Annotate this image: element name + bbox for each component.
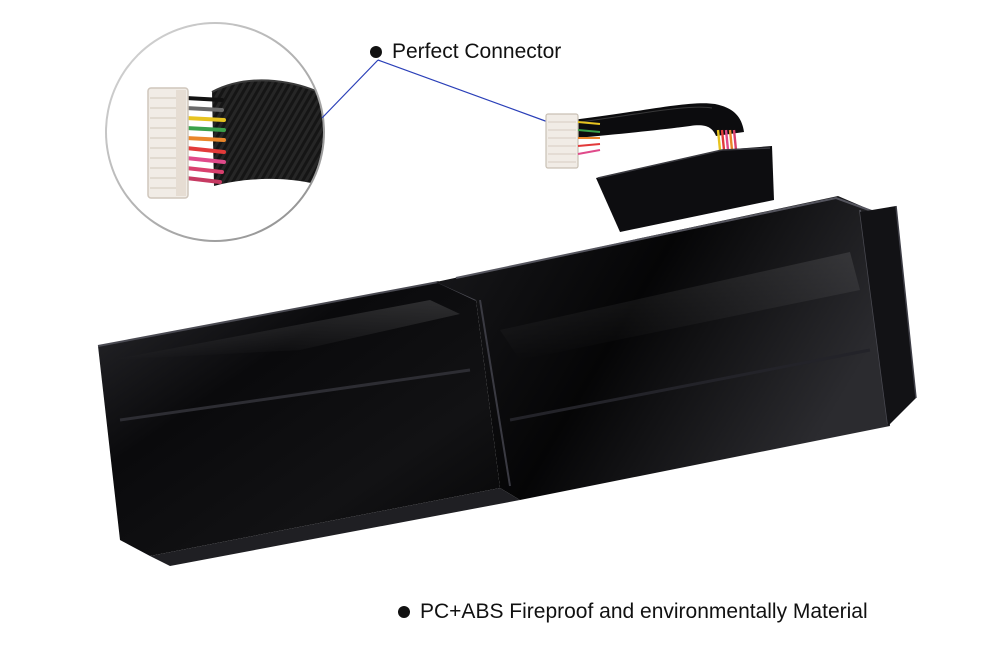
bullet-dot-icon <box>370 46 382 58</box>
inset-wires <box>184 96 226 184</box>
caption-connector-text: Perfect Connector <box>392 40 562 63</box>
callout-lines <box>321 59 549 123</box>
battery-cable <box>545 103 744 169</box>
caption-material: PC+ABS Fireproof and environmentally Mat… <box>398 600 868 624</box>
inset-connector-housing <box>147 87 189 199</box>
battery-pack <box>97 146 917 566</box>
connector-magnifier-inset <box>105 22 325 242</box>
bullet-dot-icon <box>398 606 410 618</box>
battery-cable-wires <box>716 129 738 151</box>
caption-perfect-connector: Perfect Connector <box>370 40 561 64</box>
caption-material-text: PC+ABS Fireproof and environmentally Mat… <box>420 600 868 623</box>
battery-connector <box>545 113 601 169</box>
